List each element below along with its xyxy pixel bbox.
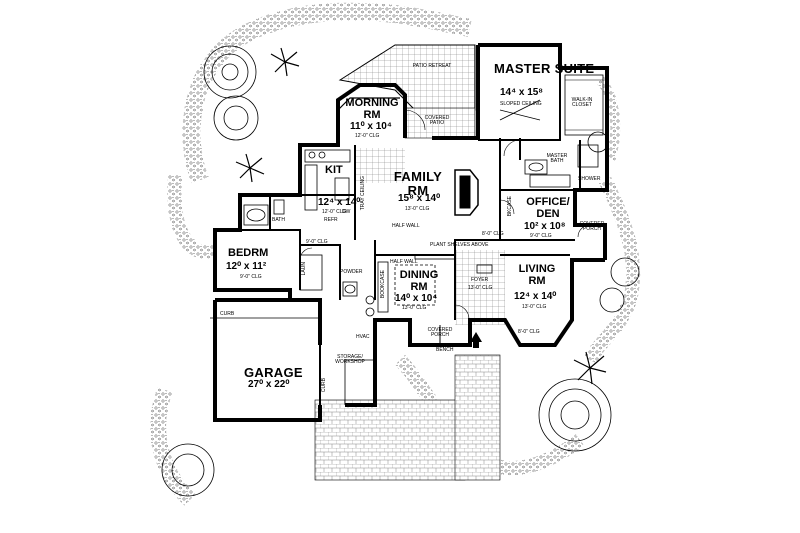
half-wall-2-label: HALF WALL — [390, 259, 418, 265]
walk-in-closet-label: WALK-IN CLOSET — [571, 97, 593, 109]
entry-arrow — [470, 332, 482, 342]
master-suite-label: MASTER SUITE — [494, 61, 595, 76]
curb-label: CURB — [220, 311, 235, 317]
tray-label: TRAY CEILING — [360, 176, 366, 211]
living-rm-label: LIVING RM — [518, 263, 556, 287]
master-suite-note: SLOPED CEILING — [500, 101, 542, 107]
plant-shelves-label: PLANT SHELVES ABOVE — [430, 242, 489, 248]
master-suite-dim: 14⁴ x 15⁸ — [500, 87, 544, 98]
family-rm-clg: 13'-0" CLG — [405, 206, 430, 212]
laun-label: LAUN — [301, 262, 307, 276]
fireplace — [454, 169, 479, 216]
powder-label: POWDER — [340, 269, 363, 275]
office-den-clg: 9'-0" CLG — [530, 233, 552, 239]
living-rm-dim: 12⁴ x 14⁰ — [514, 291, 557, 302]
living-rm-clg: 13'-0" CLG — [522, 304, 547, 310]
dining-rm-dim: 14⁰ x 10⁴ — [395, 293, 438, 304]
kit-label: KIT — [325, 164, 343, 176]
bedrm-clg: 9'-0" CLG — [240, 274, 262, 280]
dining-rm-label: DINING RM — [399, 269, 439, 293]
covered-porch-right-label: COVERED PORCH — [579, 221, 605, 233]
garage-label: GARAGE — [244, 365, 303, 380]
fixtures — [243, 144, 599, 317]
bedrm-label: BEDRM — [228, 247, 269, 259]
bedrm-dim: 12⁰ x 11² — [226, 261, 267, 272]
bkcase-2-label: BKCASE — [507, 196, 513, 217]
dining-rm-clg: 13'-0" CLG — [402, 305, 427, 311]
covered-patio-label: COVERED PATIO — [424, 115, 450, 127]
kit-clg: 12'-0" CLG — [322, 209, 347, 215]
foyer-label: FOYER — [471, 277, 489, 283]
bench-label: BENCH — [436, 347, 454, 353]
curb-2-label: CURB — [321, 378, 327, 393]
family-rm-label: FAMILY RM — [393, 169, 443, 198]
foyer-clg: 13'-0" CLG — [468, 285, 493, 291]
dw-label: DW — [342, 209, 351, 215]
covered-porch-front-label: COVERED PORCH — [427, 327, 453, 339]
clg-8b-label: 8'-0" CLG — [482, 231, 504, 237]
morning-rm-dim: 11⁰ x 10⁴ — [350, 121, 392, 132]
half-wall-label: HALF WALL — [392, 223, 420, 229]
morning-rm-clg: 12'-0" CLG — [355, 133, 380, 139]
shower-label: SHOWER — [578, 176, 601, 182]
morning-rm-label: MORNING RM — [345, 97, 399, 121]
master-bath-label: MASTER BATH — [546, 153, 568, 165]
office-den-label: OFFICE/ DEN — [526, 196, 570, 220]
clg-8-label: 8'-0" CLG — [518, 329, 540, 335]
driveway — [314, 399, 466, 481]
front-walk — [454, 354, 501, 481]
garage-dim: 27⁰ x 22⁰ — [248, 379, 290, 390]
kit-dim: 12⁴ x 14⁰ — [318, 197, 361, 208]
exterior-walls — [213, 43, 609, 422]
refr-label: REFR — [324, 217, 338, 223]
bkcase-label: BOOKCASE — [380, 270, 386, 299]
family-rm-dim: 15⁸ x 14⁰ — [398, 193, 441, 204]
patio-retreat-label: PATIO RETREAT — [412, 63, 452, 69]
hvac-label: HVAC — [356, 334, 370, 340]
bath-label: BATH — [272, 217, 285, 223]
storage-label: STORAGE/ WORKSHOP — [335, 354, 365, 366]
office-den-dim: 10² x 10⁸ — [524, 221, 566, 232]
clg-9-label: 9'-0" CLG — [306, 239, 328, 245]
